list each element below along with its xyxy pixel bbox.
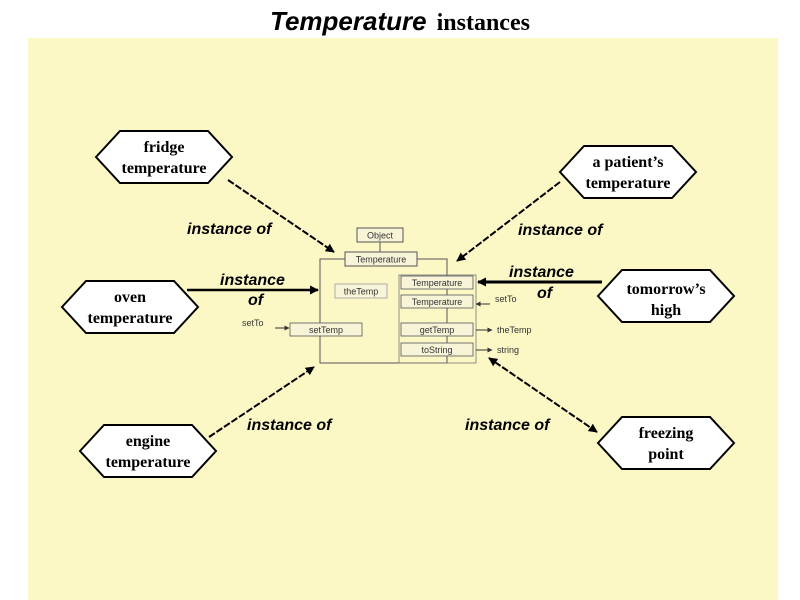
setto-right-label: setTo	[495, 294, 517, 304]
fridge-line1: fridge	[144, 139, 185, 156]
setto-left-label: setTo	[242, 318, 264, 328]
oven-line2: temperature	[88, 310, 173, 327]
class-diagram: Object Temperature theTemp Temperature T…	[242, 227, 532, 364]
method-column	[398, 274, 477, 364]
field-box	[334, 283, 388, 299]
instance-oven: oven temperature	[60, 280, 200, 334]
hexagon-fridge	[94, 130, 234, 184]
hexagon-engine	[78, 424, 218, 478]
fridge-line2: temperature	[122, 160, 207, 177]
class-name-label: Temperature	[356, 255, 407, 265]
patient-line1: a patient’s	[593, 154, 664, 171]
arrow-engine	[208, 366, 315, 438]
method-tostring-label: toString	[421, 345, 452, 355]
thetemp-out-label: theTemp	[497, 325, 532, 335]
method-gettemp-label: getTemp	[420, 325, 455, 335]
hexagon-oven	[60, 280, 200, 334]
hexagon-patient	[558, 145, 698, 199]
relation-label-oven-2: of	[248, 292, 265, 309]
hexagon-freezing	[596, 416, 736, 470]
instance-tomorrow: tomorrow’s high	[596, 269, 736, 323]
relation-label-freezing: instance of	[465, 417, 551, 434]
instance-freezing: freezing point	[596, 416, 736, 470]
instance-engine: engine temperature	[78, 424, 218, 478]
method-temperature-2	[400, 294, 474, 309]
engine-line2: temperature	[106, 454, 191, 471]
freezing-line2: point	[648, 446, 684, 463]
field-label: theTemp	[344, 287, 379, 297]
oven-line1: oven	[114, 289, 146, 306]
page-title: Temperature instances	[0, 6, 800, 37]
freezing-line1: freezing	[639, 425, 694, 442]
tomorrow-line1: tomorrow’s	[626, 281, 705, 298]
relation-label-engine: instance of	[247, 417, 333, 434]
relation-label-fridge: instance of	[187, 221, 273, 238]
hexagon-tomorrow	[596, 269, 736, 323]
method-temperature-1	[400, 275, 474, 290]
class-name-box	[344, 251, 418, 267]
engine-line1: engine	[126, 433, 170, 450]
method-gettemp	[400, 322, 474, 337]
method-temperature-2-label: Temperature	[412, 297, 463, 307]
method-settemp	[289, 322, 363, 337]
relation-label-patient: instance of	[518, 222, 604, 239]
method-tostring	[400, 342, 474, 357]
relation-label-tomorrow-1: instance	[509, 264, 574, 281]
object-label: Object	[367, 231, 394, 241]
title-word: Temperature	[270, 6, 427, 36]
title-rest: instances	[436, 10, 530, 36]
method-settemp-label: setTemp	[309, 325, 343, 335]
instance-patient: a patient’s temperature	[558, 145, 698, 199]
string-out-label: string	[497, 345, 519, 355]
arrow-freezing	[488, 357, 598, 433]
relation-label-tomorrow-2: of	[537, 285, 554, 302]
patient-line2: temperature	[586, 175, 671, 192]
arrow-patient	[456, 181, 561, 262]
arrow-fridge	[227, 179, 335, 253]
tomorrow-line2: high	[651, 302, 681, 319]
instance-fridge: fridge temperature	[94, 130, 234, 184]
relation-label-oven-1: instance	[220, 272, 285, 289]
method-temperature-1-label: Temperature	[412, 278, 463, 288]
